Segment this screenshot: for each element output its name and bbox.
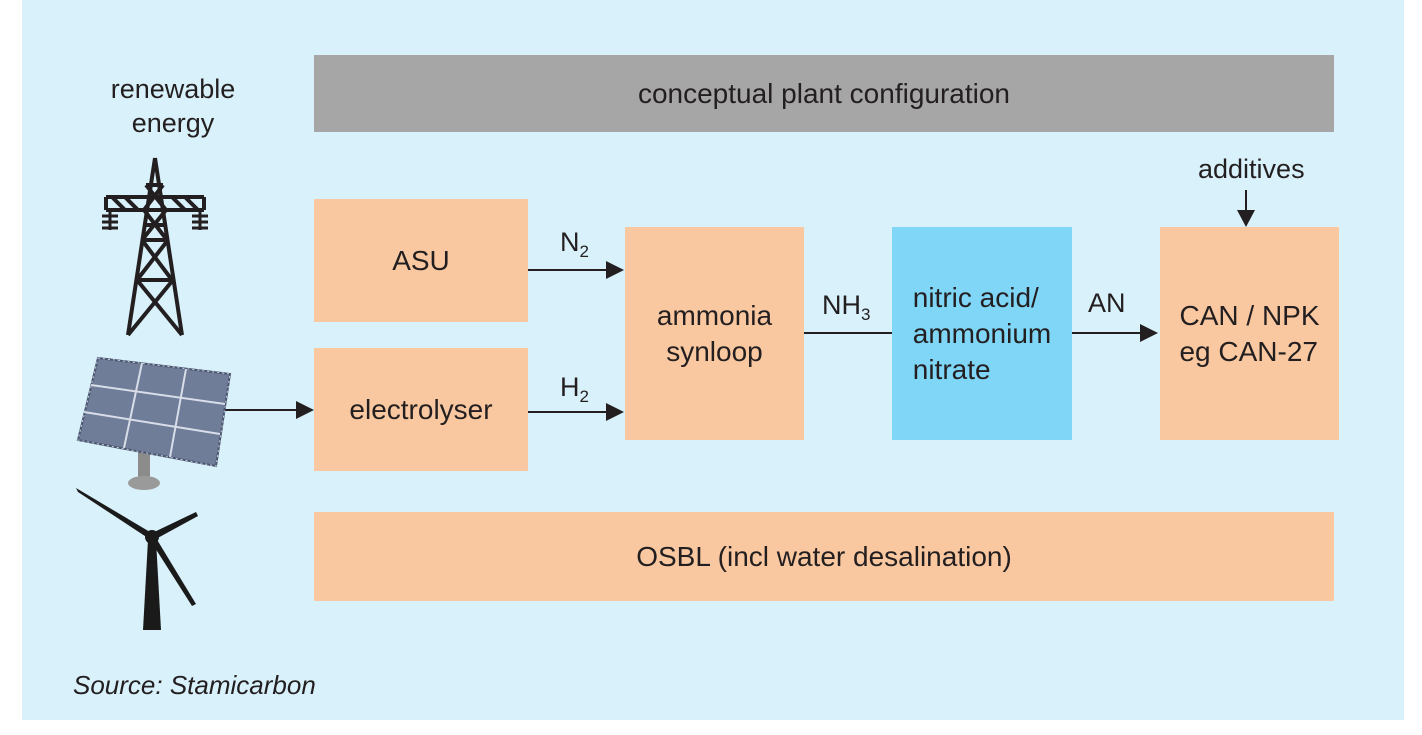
can-label-line1: CAN / NPK — [1179, 299, 1320, 331]
can-label-line2: eg CAN-27 — [1179, 335, 1318, 367]
ammonia-label-line1: ammonia — [656, 299, 773, 331]
wind-turbine-icon — [76, 488, 198, 630]
nitric-label-line3: nitrate — [912, 353, 991, 385]
pylon-icon — [102, 157, 208, 337]
arrow-an — [1072, 324, 1158, 342]
an-label: AN — [1088, 288, 1126, 318]
nitric-label-line2: ammonium — [912, 317, 1052, 349]
solar-panel-icon — [76, 356, 232, 490]
arrow-solar — [224, 401, 314, 419]
ammonia-label-line2: synloop — [666, 335, 763, 367]
electrolyser-box: electrolyser — [314, 348, 528, 471]
osbl-label: OSBL (incl water desalination) — [636, 540, 1012, 572]
source-caption: Source: Stamicarbon — [73, 670, 316, 700]
additives-label: additives — [1198, 154, 1305, 184]
arrow-h2 — [528, 403, 624, 421]
arrow-n2 — [528, 261, 624, 279]
renewable-energy-label: renewable energy — [110, 74, 236, 138]
h2-label: H2 — [560, 372, 589, 406]
nitric-acid-box: nitric acid/ ammonium nitrate — [892, 227, 1072, 440]
nitric-label-line1: nitric acid/ — [912, 281, 1039, 313]
n2-label: N2 — [560, 227, 589, 261]
ammonia-synloop-box: ammonia synloop — [625, 227, 804, 440]
nh3-label: NH3 — [822, 290, 871, 324]
osbl-box: OSBL (incl water desalination) — [314, 512, 1334, 601]
arrow-additives — [1237, 190, 1255, 227]
header-bar: conceptual plant configuration — [314, 55, 1334, 132]
can-npk-box: CAN / NPK eg CAN-27 — [1160, 227, 1339, 440]
asu-box: ASU — [314, 199, 528, 322]
electrolyser-label: electrolyser — [349, 393, 493, 425]
asu-label: ASU — [392, 244, 450, 276]
header-title: conceptual plant configuration — [637, 77, 1011, 109]
